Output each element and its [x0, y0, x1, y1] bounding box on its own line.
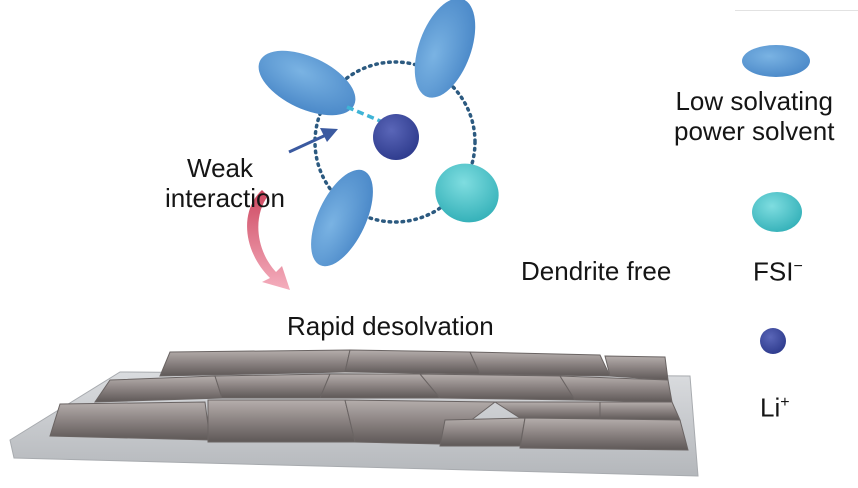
legend-li-icon [760, 328, 786, 354]
legend-fsi-label: FSI− [753, 252, 803, 287]
top-divider-line [735, 10, 858, 11]
li-block [519, 417, 689, 451]
li-block [599, 401, 681, 421]
li-block [344, 349, 481, 375]
li-block [604, 355, 669, 381]
legend-solvent-line2: power solvent [674, 116, 835, 146]
legend-solvent-line1: Low solvating [675, 86, 833, 116]
li-block [159, 349, 351, 377]
legend-li-charge: + [780, 394, 790, 411]
lithium-metal-deposit [49, 349, 689, 451]
legend-fsi-icon [752, 192, 802, 232]
pointer-arrowhead [320, 128, 338, 142]
li-ion [373, 114, 419, 160]
li-block [214, 373, 331, 399]
fsi-anion [435, 163, 499, 223]
solvent-molecule [311, 169, 373, 267]
legend-li-label: Li+ [760, 388, 790, 423]
solvent-molecule [258, 50, 356, 116]
li-block [49, 401, 211, 441]
weak-interaction-line2: interaction [165, 183, 285, 213]
weak-interaction-label: Weak interaction [165, 153, 285, 213]
li-block [439, 417, 526, 447]
li-block [469, 351, 611, 377]
legend-solvent-icon [742, 45, 810, 77]
solvation-shell-circle [313, 60, 477, 224]
curved-arrow [247, 190, 290, 290]
legend-fsi-text: FSI [753, 256, 794, 287]
li-block [207, 399, 356, 443]
weak-interaction-bond [346, 105, 386, 125]
weak-interaction-line1: Weak [187, 153, 253, 183]
li-block [418, 373, 576, 401]
li-block [94, 375, 223, 403]
rapid-desolvation-label: Rapid desolvation [287, 311, 494, 341]
dendrite-free-label: Dendrite free [521, 256, 672, 286]
li-block [559, 375, 673, 403]
legend-fsi-charge: − [793, 258, 803, 275]
solvent-molecule [414, 0, 476, 98]
legend-solvent-label: Low solvating power solvent [674, 86, 834, 146]
legend-li-text: Li [760, 392, 781, 423]
pointer-arrow-line [288, 133, 327, 154]
li-block [319, 373, 442, 399]
